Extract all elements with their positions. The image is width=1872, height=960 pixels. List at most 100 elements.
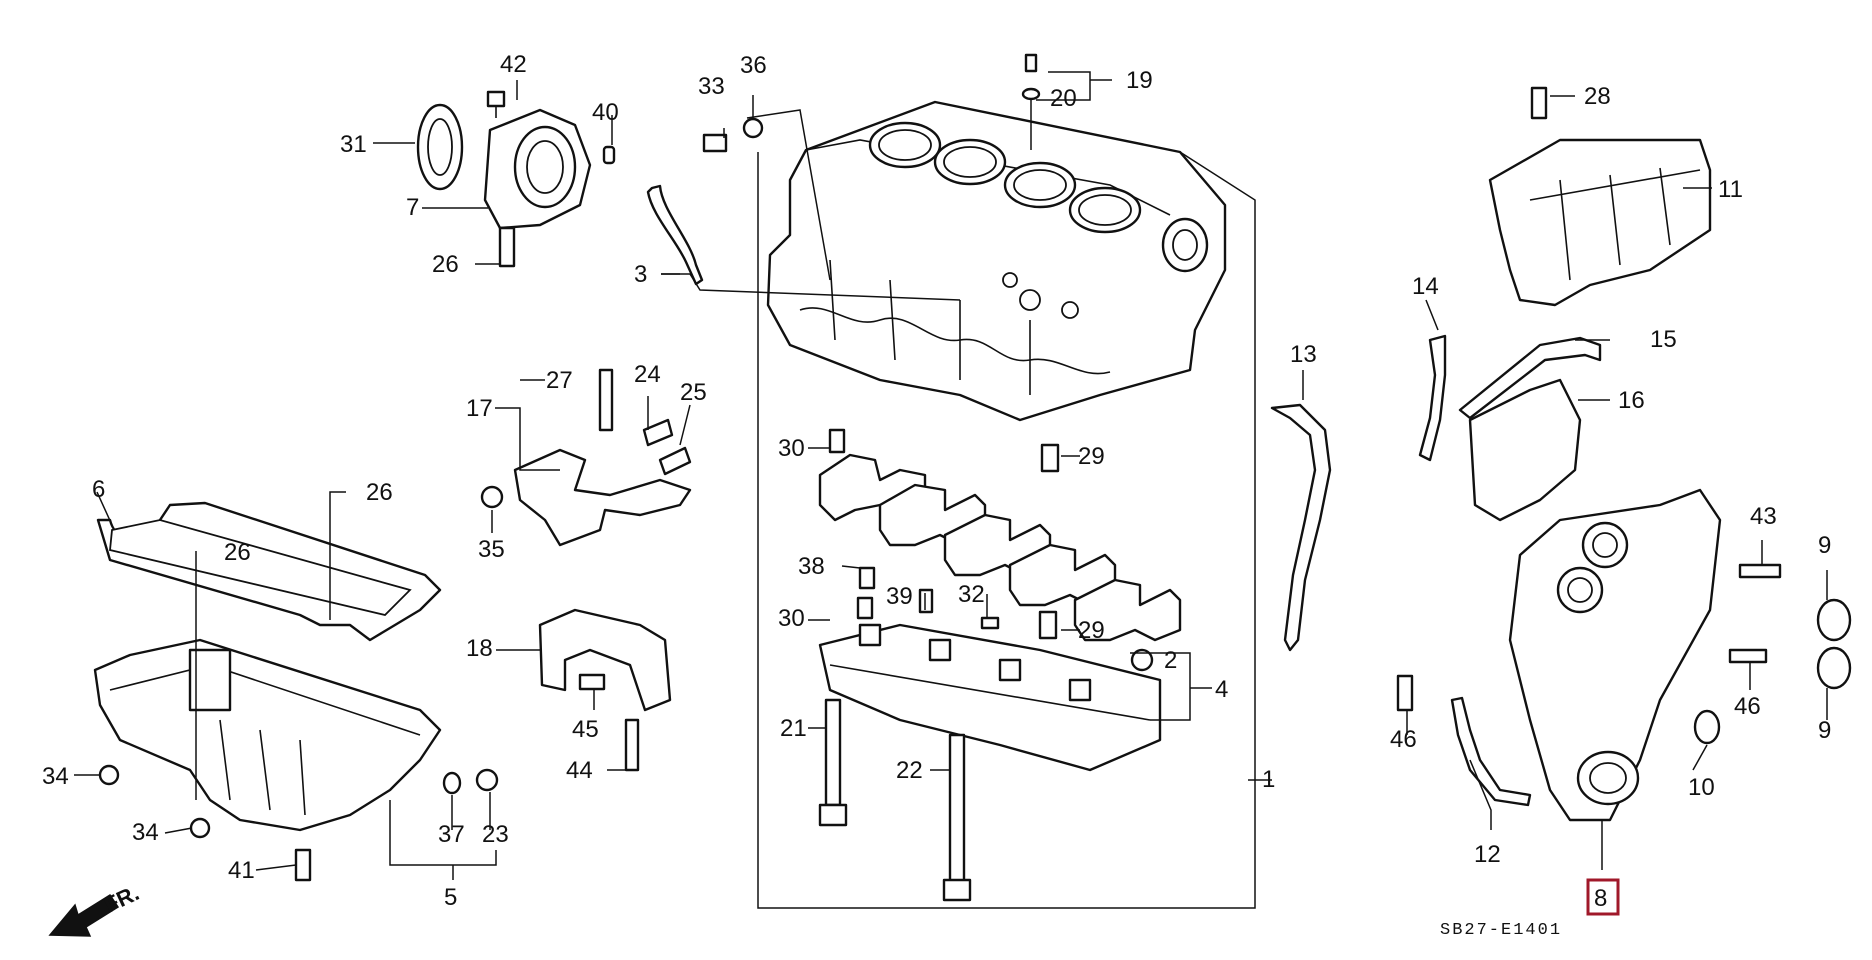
label-8-highlight-box xyxy=(1586,878,1620,916)
oil-strainer-pipe xyxy=(646,184,704,286)
mount-stud xyxy=(598,368,614,432)
drain-plug-34a xyxy=(98,764,120,786)
bolt-44 xyxy=(624,718,640,772)
bolt-46-left xyxy=(1396,674,1414,712)
label-31: 31 xyxy=(340,131,367,158)
timing-cover-seal-15 xyxy=(1458,336,1602,420)
washer-36 xyxy=(742,117,764,139)
bolt-43 xyxy=(1738,563,1782,579)
highlighted-part-8: 8 xyxy=(1586,878,1620,916)
label-14: 14 xyxy=(1412,273,1439,300)
label-38: 38 xyxy=(798,553,825,580)
label-8: 8 xyxy=(1594,885,1607,912)
label-40: 40 xyxy=(592,99,619,126)
label-4: 4 xyxy=(1215,676,1228,703)
cap-9-top xyxy=(1816,598,1852,642)
bolt-28 xyxy=(1530,86,1548,120)
middle-timing-cover xyxy=(1468,378,1582,522)
label-11: 11 xyxy=(1718,176,1743,203)
lower-timing-cover xyxy=(1508,488,1722,822)
bolt-46-right xyxy=(1728,648,1768,664)
label-17: 17 xyxy=(466,395,493,422)
label-45: 45 xyxy=(572,716,599,743)
label-42: 42 xyxy=(500,51,527,78)
label-3: 3 xyxy=(634,261,647,288)
mount-stud-24 xyxy=(642,418,674,447)
label-25: 25 xyxy=(680,379,707,406)
label-26b: 26 xyxy=(366,479,393,506)
bolt-41 xyxy=(294,848,312,882)
label-29b: 29 xyxy=(1078,617,1105,644)
washer-20 xyxy=(1021,87,1041,101)
label-46b: 46 xyxy=(1734,693,1761,720)
oil-seal-retainer-group xyxy=(416,90,616,268)
label-9a: 9 xyxy=(1818,532,1831,559)
label-18: 18 xyxy=(466,635,493,662)
label-27: 27 xyxy=(546,367,573,394)
stiffener-bracket xyxy=(538,608,672,712)
leader-lines xyxy=(74,71,1828,880)
label-36: 36 xyxy=(740,52,767,79)
label-41: 41 xyxy=(228,857,255,884)
label-7: 7 xyxy=(406,194,419,221)
label-15: 15 xyxy=(1650,326,1677,353)
label-24: 24 xyxy=(634,361,661,388)
label-26c: 26 xyxy=(224,539,251,566)
label-44: 44 xyxy=(566,757,593,784)
drawing-code: SB27-E1401 xyxy=(1440,921,1562,940)
cap-9-bottom xyxy=(1816,646,1852,690)
label-26a: 26 xyxy=(432,251,459,278)
label-13: 13 xyxy=(1290,341,1317,368)
label-23: 23 xyxy=(482,821,509,848)
label-35: 35 xyxy=(478,536,505,563)
plug-10 xyxy=(1693,709,1721,745)
oil-pan xyxy=(93,638,442,832)
engine-mount-bracket xyxy=(513,448,692,547)
drain-plug-34b xyxy=(189,817,211,839)
bearing-cap-bridge xyxy=(818,623,1162,772)
label-46a: 46 xyxy=(1390,726,1417,753)
label-10: 10 xyxy=(1688,774,1715,801)
label-6: 6 xyxy=(92,476,105,503)
label-30b: 30 xyxy=(778,605,805,632)
label-33: 33 xyxy=(698,73,725,100)
label-5: 5 xyxy=(444,884,457,911)
label-34a: 34 xyxy=(42,763,69,790)
label-16: 16 xyxy=(1618,387,1645,414)
timing-cover-seal-14 xyxy=(1418,334,1447,462)
label-28: 28 xyxy=(1584,83,1611,110)
label-19: 19 xyxy=(1126,67,1153,94)
main-bearing-caps xyxy=(818,428,1182,642)
bolt-33 xyxy=(702,133,728,153)
bolt-19 xyxy=(1024,53,1038,73)
label-39: 39 xyxy=(886,583,913,610)
label-32: 32 xyxy=(958,581,985,608)
label-29a: 29 xyxy=(1078,443,1105,470)
label-34b: 34 xyxy=(132,819,159,846)
front-direction-arrow xyxy=(48,893,120,937)
label-2: 2 xyxy=(1164,647,1177,674)
label-1: 1 xyxy=(1262,766,1275,793)
bolt-45 xyxy=(578,673,606,691)
cylinder-block xyxy=(766,100,1227,422)
label-12: 12 xyxy=(1474,841,1501,868)
washer-37 xyxy=(442,771,462,795)
label-43: 43 xyxy=(1750,503,1777,530)
label-30a: 30 xyxy=(778,435,805,462)
label-37: 37 xyxy=(438,821,465,848)
label-22: 22 xyxy=(896,757,923,784)
upper-timing-cover xyxy=(1488,138,1712,307)
label-21: 21 xyxy=(780,715,807,742)
nut-35 xyxy=(480,485,504,509)
bearing-cap-bolts xyxy=(818,698,972,902)
part-labels: 1 2 3 4 5 6 7 8 9 9 10 11 12 13 14 15 16… xyxy=(42,51,1831,916)
timing-cover-seal-12 xyxy=(1450,696,1532,807)
label-20: 20 xyxy=(1050,85,1077,112)
label-9b: 9 xyxy=(1818,717,1831,744)
block-group-outline xyxy=(757,151,1256,909)
plug-23 xyxy=(475,768,499,792)
mount-stud-25 xyxy=(658,446,692,476)
dowel-pins-and-plugs xyxy=(856,566,1058,640)
timing-cover-seal-13 xyxy=(1270,403,1332,652)
